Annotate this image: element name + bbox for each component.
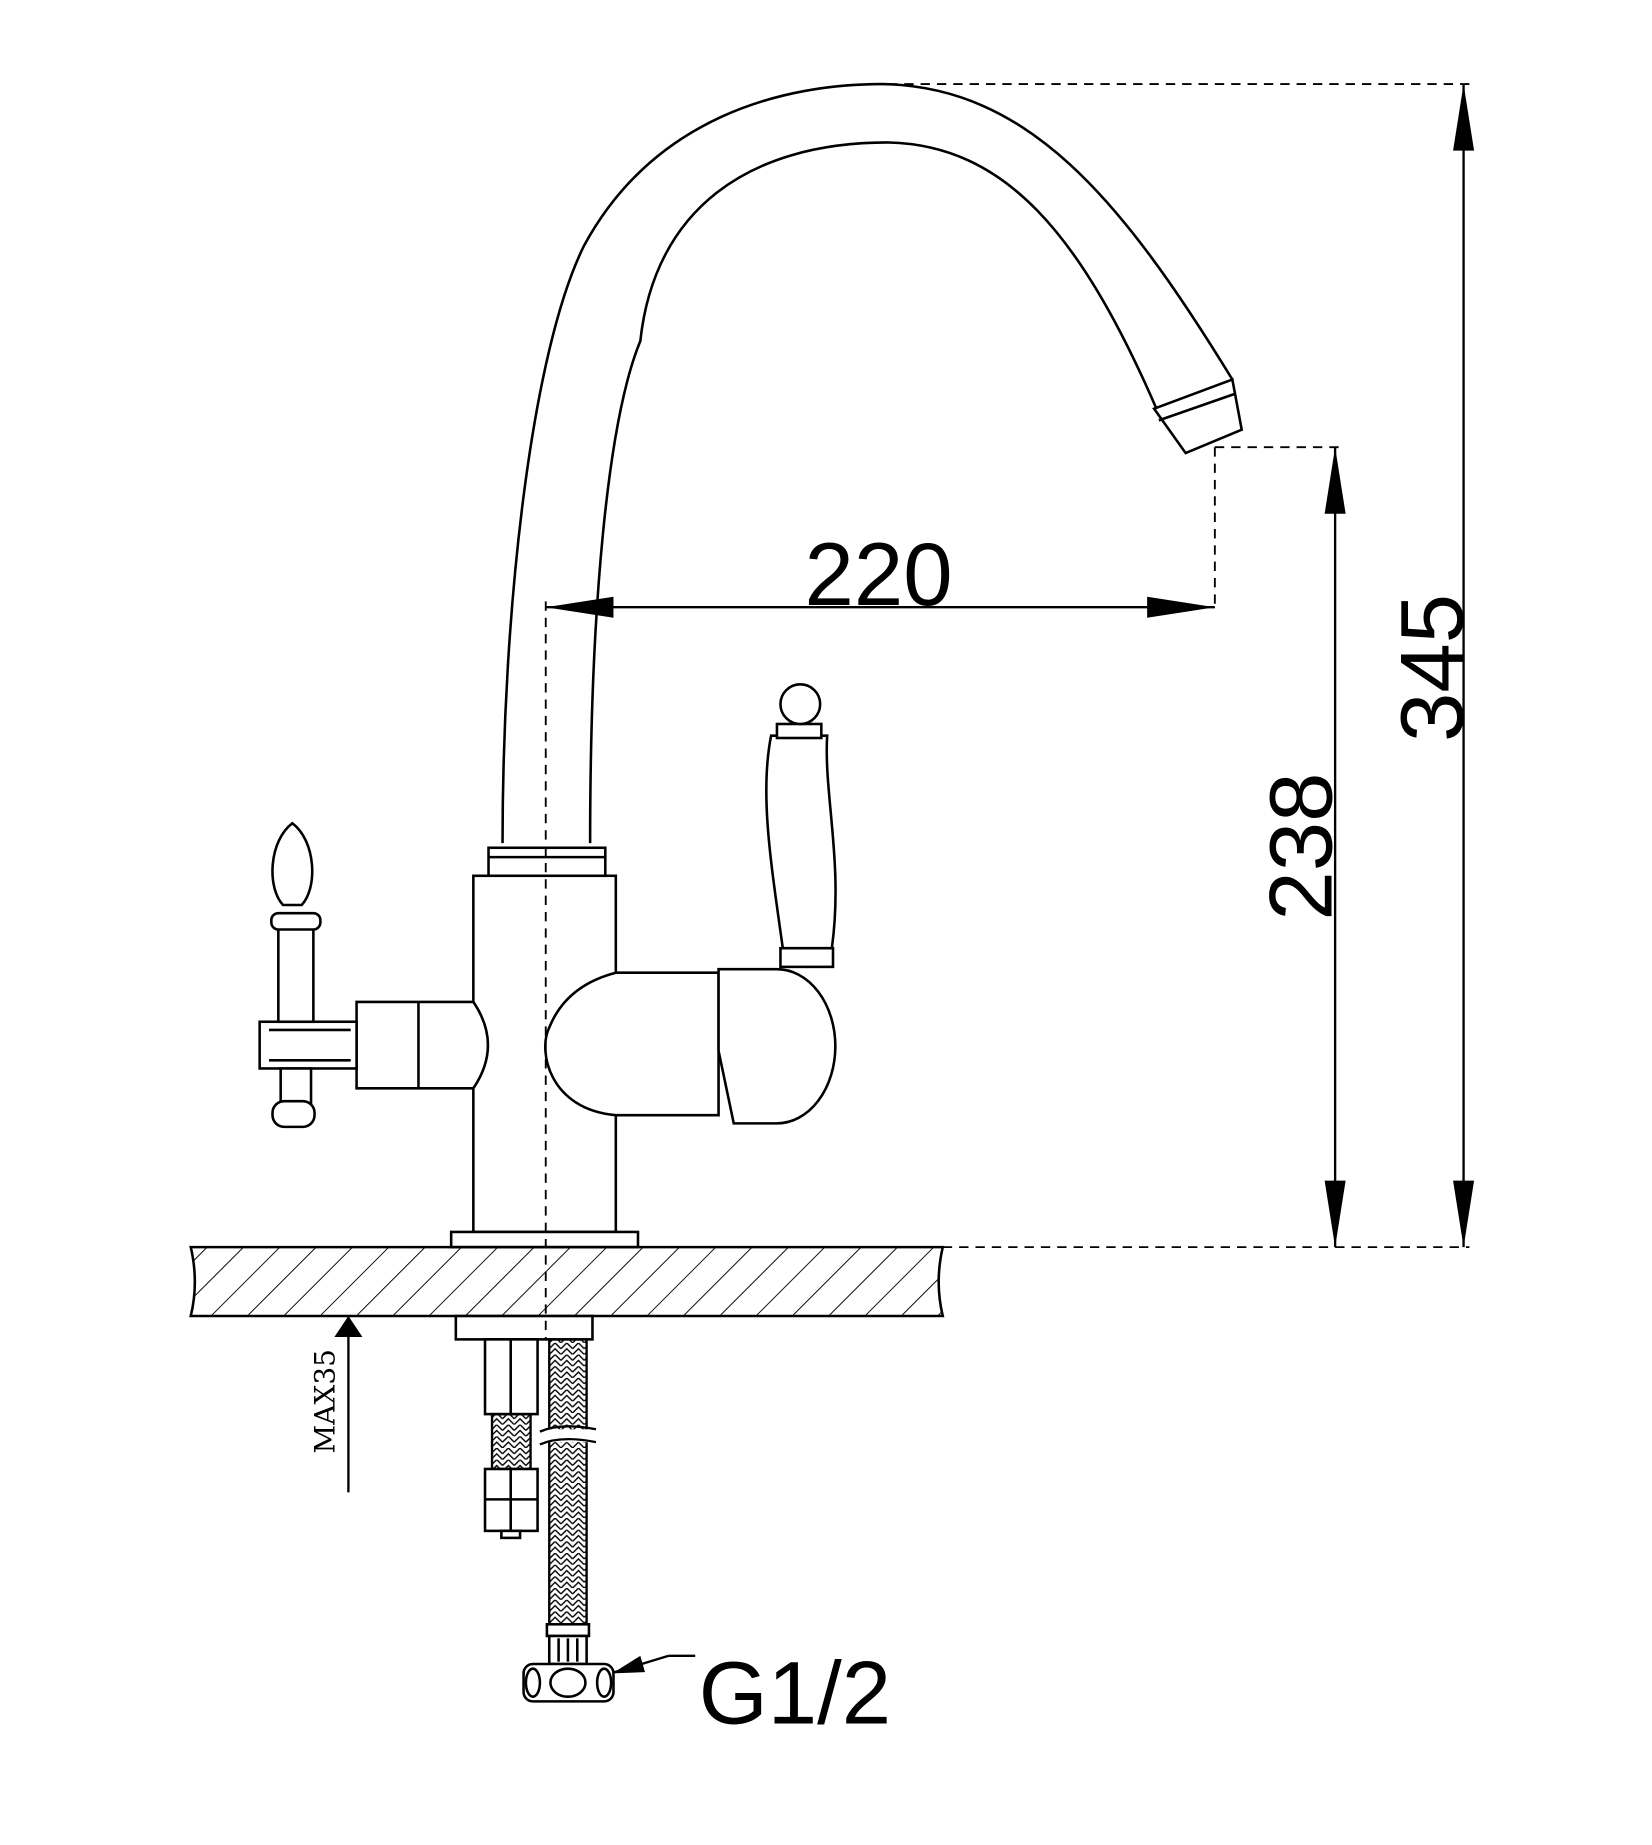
supply-hose (522, 1338, 615, 1703)
spout (501, 82, 1244, 844)
countertop (189, 1245, 945, 1318)
right-handle (544, 683, 837, 1125)
dimension-lines (334, 83, 1475, 1674)
dimension-label-spout-height: 238 (1252, 773, 1351, 921)
dimension-label-total-height: 345 (1382, 594, 1481, 742)
left-handle (258, 821, 490, 1129)
thread-label: G1/2 (699, 1644, 891, 1743)
dimension-label-reach: 220 (805, 525, 953, 624)
mounting-parts (454, 1314, 594, 1540)
dimension-label-max-thickness: MAX35 (308, 1349, 341, 1454)
